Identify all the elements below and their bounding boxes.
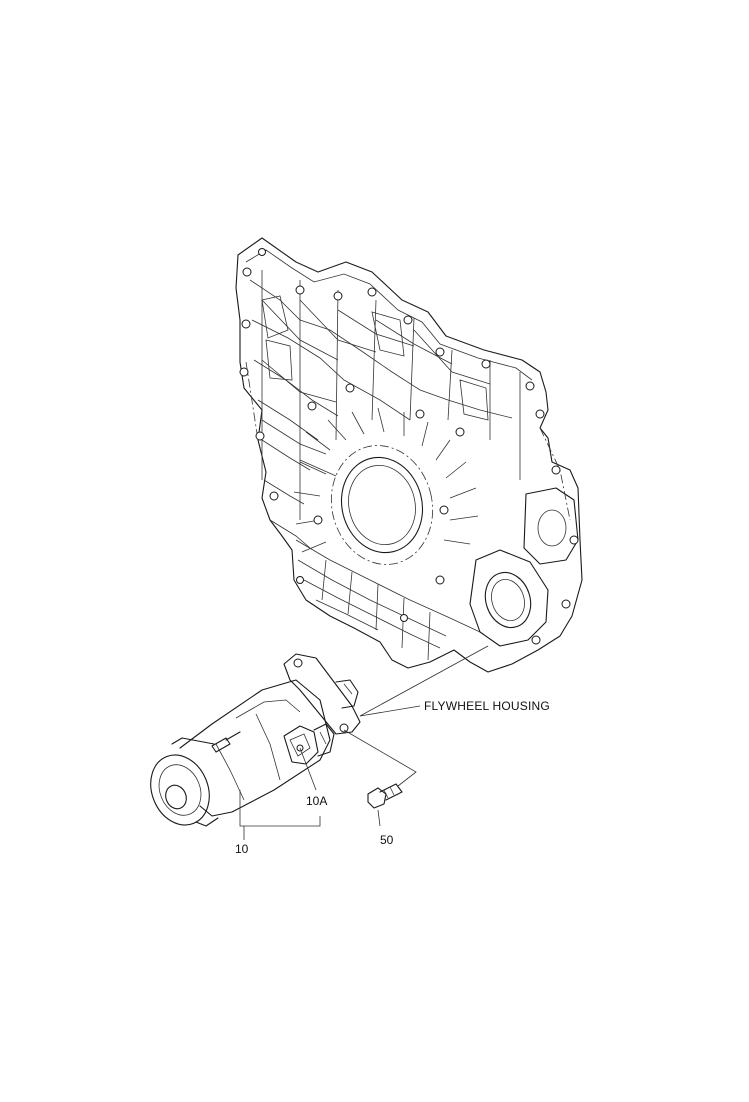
flywheel-housing-drawing [235,237,583,673]
leader-50-tail [377,809,381,827]
part-50-label: 50 [380,833,394,847]
leader-10a [299,747,317,791]
leader-50 [343,729,417,787]
leader-flywheel-housing [359,705,421,717]
leader-10-bracket [239,790,321,827]
bolt-50-drawing [367,783,403,809]
flywheel-housing-label: FLYWHEEL HOUSING [424,699,550,713]
part-10-label: 10 [235,842,249,856]
leader-flywheel-housing-diag [359,645,489,717]
starter-motor-drawing [150,653,361,827]
leader-lines [239,645,489,840]
part-10a-label: 10A [306,794,328,808]
